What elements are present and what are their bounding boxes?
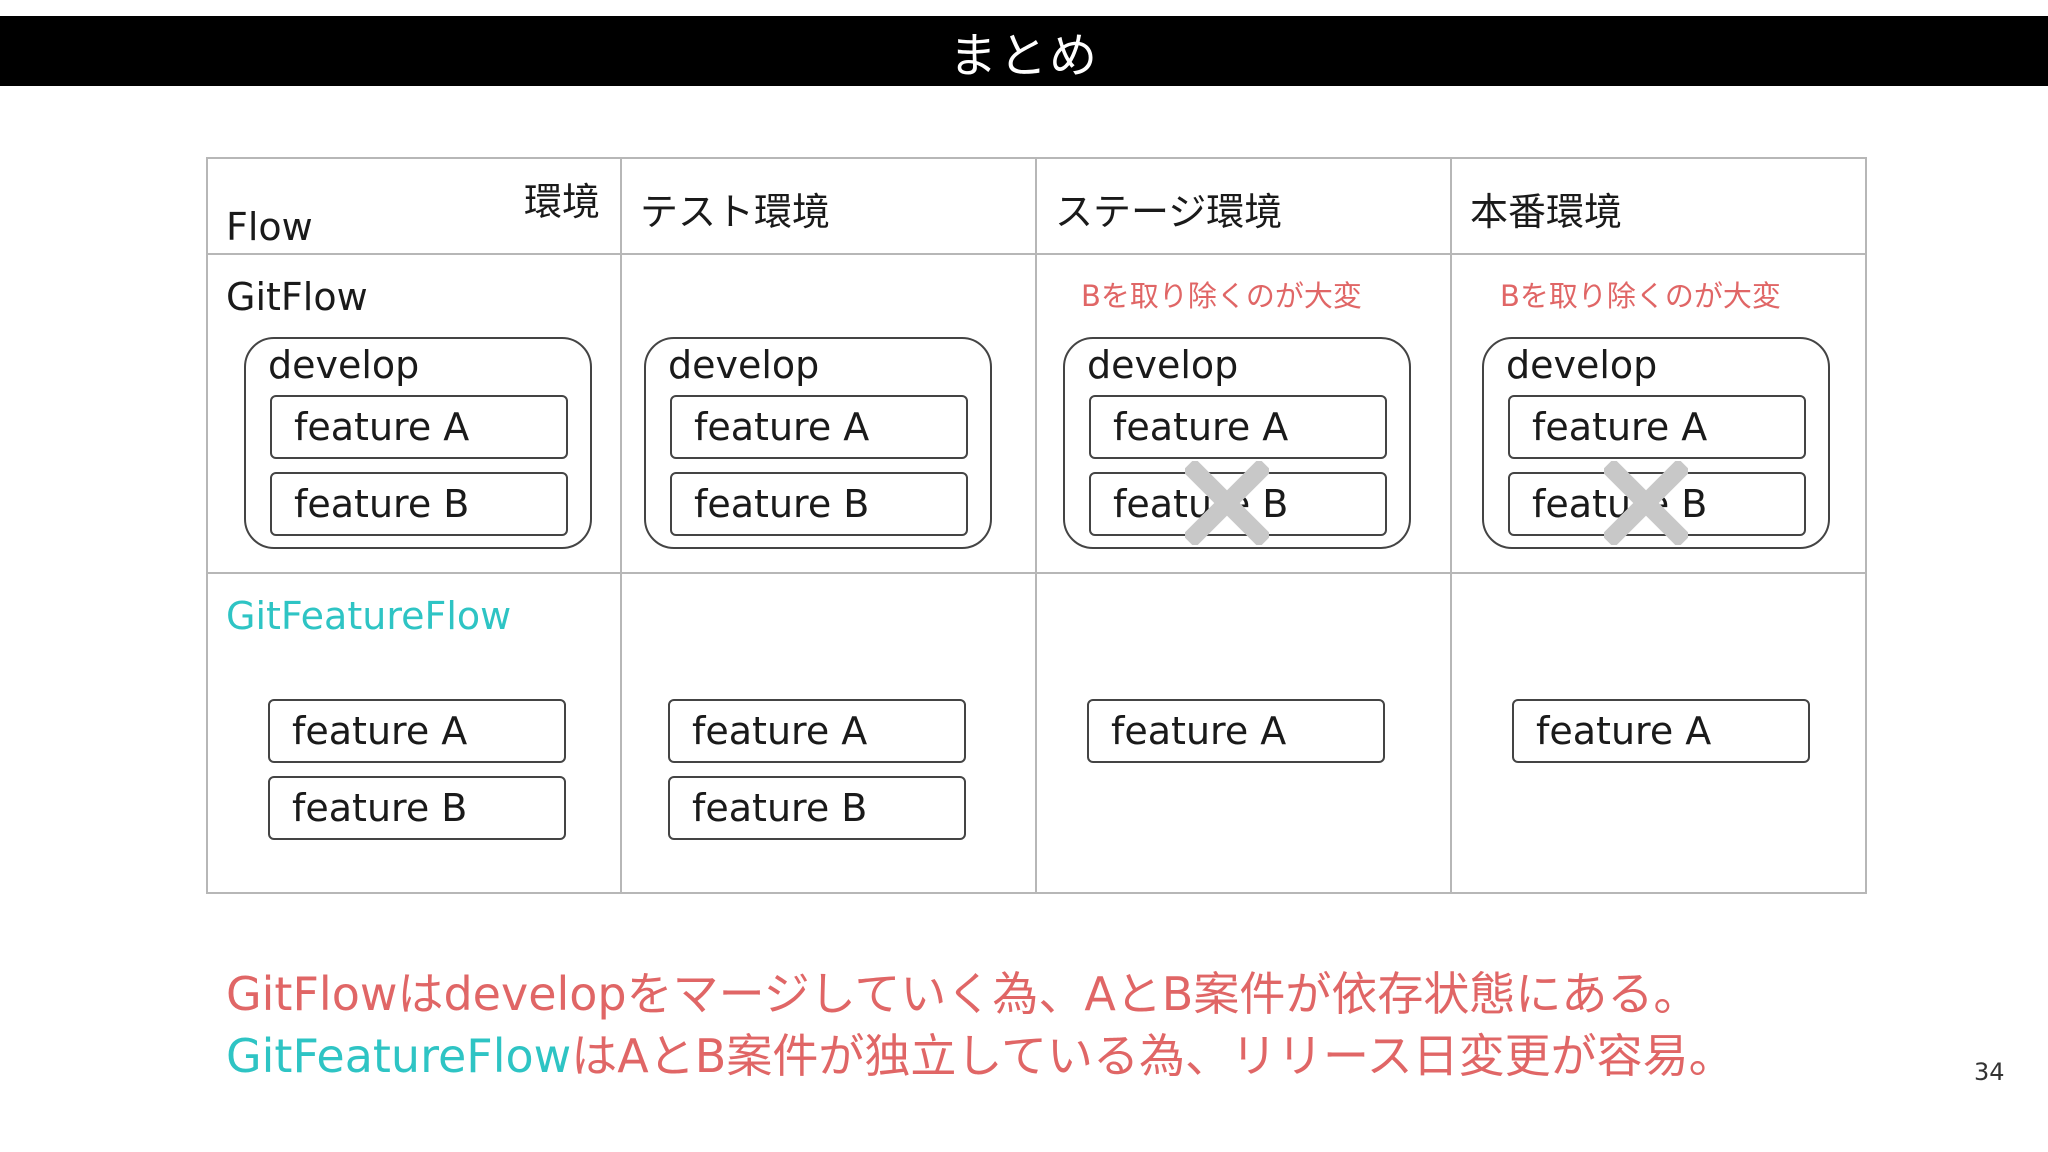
develop-branch-box: develop feature A feature B	[1482, 337, 1830, 549]
feature-a-box: feature A	[1089, 395, 1387, 459]
summary-line-1: GitFlowはdevelopをマージしていく為、AとB案件が依存状態にある。	[226, 958, 1699, 1024]
header-cell-production: 本番環境	[1452, 159, 1867, 255]
feature-b-box: feature B	[670, 472, 968, 536]
feature-a-box: feature A	[1512, 699, 1810, 763]
header-cell-stage: ステージ環境	[1037, 159, 1452, 255]
feature-a-box: feature A	[670, 395, 968, 459]
develop-label: develop	[668, 343, 820, 387]
title-bar: まとめ	[0, 16, 2048, 86]
develop-branch-box: develop feature A feature B	[644, 337, 992, 549]
corner-header-cell: 環境 Flow	[208, 159, 622, 255]
gitflow-test-cell: develop feature A feature B	[622, 255, 1037, 574]
feature-a-box: feature A	[270, 395, 568, 459]
gitfeatureflow-stage-cell: feature A	[1037, 574, 1452, 892]
header-cell-test: テスト環境	[622, 159, 1037, 255]
gitfeatureflow-row-label: GitFeatureFlow	[226, 594, 512, 638]
gitflow-stage-cell: Bを取り除くのが大変 develop feature A feature B	[1037, 255, 1452, 574]
feature-b-box: feature B	[1089, 472, 1387, 536]
develop-branch-box: develop feature A feature B	[244, 337, 592, 549]
gitfeatureflow-production-cell: feature A	[1452, 574, 1867, 892]
develop-branch-box: develop feature A feature B	[1063, 337, 1411, 549]
corner-flow-label: Flow	[226, 205, 313, 249]
column-header-test: テスト環境	[640, 190, 831, 234]
feature-b-box: feature B	[270, 472, 568, 536]
feature-a-box: feature A	[268, 699, 566, 763]
removal-difficulty-note: Bを取り除くのが大変	[1500, 279, 1781, 313]
develop-label: develop	[1506, 343, 1658, 387]
gitflow-label-cell: GitFlow develop feature A feature B	[208, 255, 622, 574]
feature-a-box: feature A	[1087, 699, 1385, 763]
develop-label: develop	[1087, 343, 1239, 387]
column-header-stage: ステージ環境	[1055, 190, 1283, 234]
page-number: 34	[1974, 1058, 2005, 1086]
gitfeatureflow-label-cell: GitFeatureFlow feature A feature B	[208, 574, 622, 892]
removal-difficulty-note: Bを取り除くのが大変	[1081, 279, 1362, 313]
summary-line-1-text: はdevelopをマージしていく為、AとB案件が依存状態にある。	[397, 967, 1700, 1021]
gitflow-production-cell: Bを取り除くのが大変 develop feature A feature B	[1452, 255, 1867, 574]
feature-a-box: feature A	[1508, 395, 1806, 459]
summary-line-1-subject: GitFlow	[226, 967, 398, 1021]
feature-a-box: feature A	[668, 699, 966, 763]
column-header-production: 本番環境	[1470, 190, 1623, 234]
develop-label: develop	[268, 343, 420, 387]
summary-line-2-subject: GitFeatureFlow	[226, 1029, 572, 1083]
corner-env-label: 環境	[523, 180, 600, 224]
feature-b-box: feature B	[668, 776, 966, 840]
gitfeatureflow-test-cell: feature A feature B	[622, 574, 1037, 892]
comparison-table: 環境 Flow テスト環境 ステージ環境 本番環境 GitFlow develo…	[206, 157, 1867, 894]
feature-b-box: feature B	[1508, 472, 1806, 536]
feature-b-box: feature B	[268, 776, 566, 840]
summary-line-2: GitFeatureFlowはAとB案件が独立している為、リリース日変更が容易。	[226, 1020, 1735, 1086]
summary-line-2-text: はAとB案件が独立している為、リリース日変更が容易。	[571, 1029, 1735, 1083]
slide-title: まとめ	[948, 28, 1099, 84]
gitflow-row-label: GitFlow	[226, 275, 368, 319]
